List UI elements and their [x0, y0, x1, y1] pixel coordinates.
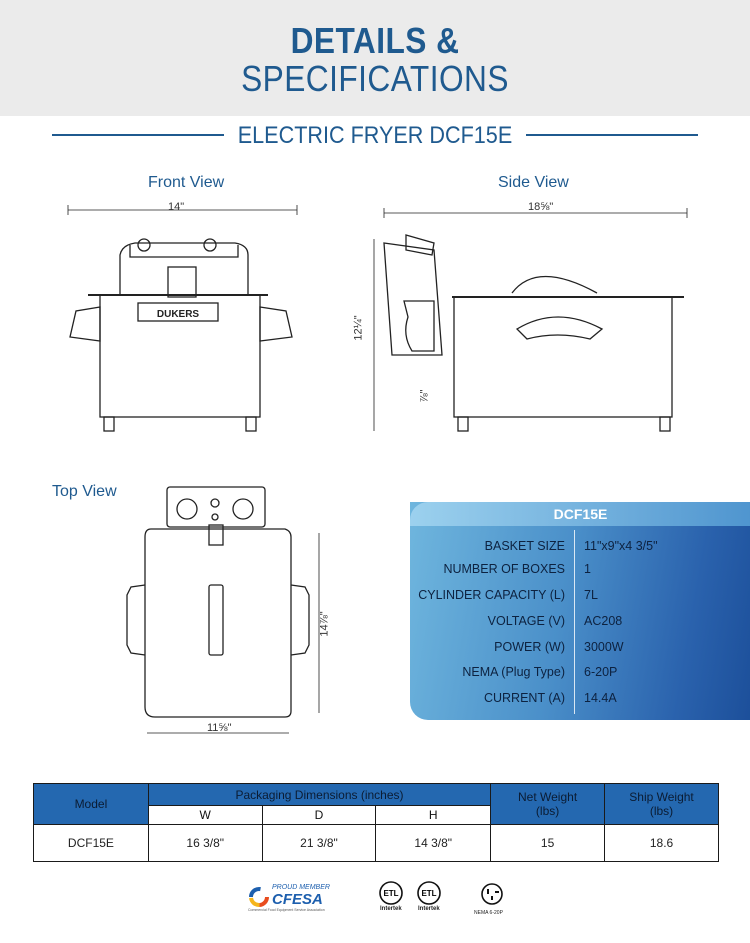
header-banner: DETAILS & SPECIFICATIONS [0, 0, 750, 116]
spec-label: BASKET SIZE [484, 539, 565, 553]
etl-mark-icon: ETL [417, 881, 441, 905]
col-model: Model [33, 783, 149, 825]
cfesa-top-text: PROUD MEMBER [272, 884, 330, 891]
cell-d: 21 3/8" [261, 824, 377, 862]
col-net-weight: Net Weight (lbs) [490, 783, 606, 825]
spec-label: CYLINDER CAPACITY (L) [418, 588, 565, 602]
col-d: D [261, 805, 377, 825]
spec-label: POWER (W) [494, 640, 565, 654]
spec-row: POWER (W) 3000W [410, 635, 750, 659]
product-subtitle: ELECTRIC FRYER DCF15E [237, 122, 513, 149]
packaging-table: Model Packaging Dimensions (inches) Net … [33, 783, 719, 862]
side-depth-dim: 18⅝" [528, 201, 554, 213]
spec-row: NEMA (Plug Type) 6-20P [410, 660, 750, 684]
spec-divider [574, 530, 575, 714]
spec-label: VOLTAGE (V) [487, 614, 565, 628]
page-title-line2: SPECIFICATIONS [241, 58, 509, 99]
col-dimensions: Packaging Dimensions (inches) [147, 783, 492, 806]
top-width-dim: 11⅝" [207, 722, 232, 734]
spec-value: 14.4A [584, 691, 617, 705]
front-view-label: Front View [148, 174, 225, 191]
subtitle-rule-left [52, 134, 224, 136]
col-w: W [147, 805, 263, 825]
side-view-drawing [373, 208, 688, 432]
spec-value: 3000W [584, 640, 624, 654]
intertek-text-1: Intertek [380, 906, 402, 912]
spec-value: 1 [584, 562, 591, 576]
cell-model: DCF15E [33, 824, 149, 862]
front-view-drawing: DUKERS [67, 205, 298, 432]
spec-value: AC208 [584, 614, 623, 628]
subtitle-rule-right [526, 134, 698, 136]
spec-card: DCF15E BASKET SIZE 11"x9"x4 3/5" NUMBER O… [410, 502, 750, 720]
svg-text:ETL: ETL [421, 889, 436, 898]
col-ship-weight: Ship Weight (lbs) [604, 783, 719, 825]
spec-label: CURRENT (A) [483, 691, 565, 705]
cfesa-ring-icon [249, 887, 269, 907]
cell-w: 16 3/8" [147, 824, 263, 862]
spec-row: BASKET SIZE 11"x9"x4 3/5" [410, 534, 750, 558]
spec-value: 6-20P [584, 665, 618, 679]
page-title-line1: DETAILS & [290, 20, 460, 61]
spec-row: NUMBER OF BOXES 1 [410, 557, 750, 581]
svg-text:ETL: ETL [383, 889, 398, 898]
spec-label: NEMA (Plug Type) [462, 665, 565, 679]
table-row: DCF15E 16 3/8" 21 3/8" 14 3/8" 15 18.6 [33, 824, 719, 862]
intertek-text-2: Intertek [418, 906, 440, 912]
cell-net-weight: 15 [490, 824, 606, 862]
top-view-label: Top View [52, 483, 117, 500]
spec-label: NUMBER OF BOXES [443, 562, 565, 576]
cfesa-sub: Commercial Food Equipment Service Associ… [248, 908, 325, 912]
cell-ship-weight: 18.6 [604, 824, 719, 862]
spec-value: 7L [584, 588, 598, 602]
spec-value: 11"x9"x4 3/5" [584, 539, 658, 553]
nema-text: NEMA 6-20P [474, 910, 503, 916]
side-view-label: Side View [498, 174, 569, 191]
cell-h: 14 3/8" [375, 824, 492, 862]
plug-icon [481, 883, 503, 905]
spec-card-title: DCF15E [410, 502, 750, 526]
top-view-drawing [126, 486, 320, 734]
cfesa-name: CFESA [272, 891, 323, 908]
spec-row: VOLTAGE (V) AC208 [410, 609, 750, 633]
spec-row: CYLINDER CAPACITY (L) 7L [410, 583, 750, 607]
col-h: H [375, 805, 492, 825]
etl-mark-icon: ETL [379, 881, 403, 905]
spec-row: CURRENT (A) 14.4A [410, 686, 750, 710]
front-brand: DUKERS [157, 309, 200, 320]
